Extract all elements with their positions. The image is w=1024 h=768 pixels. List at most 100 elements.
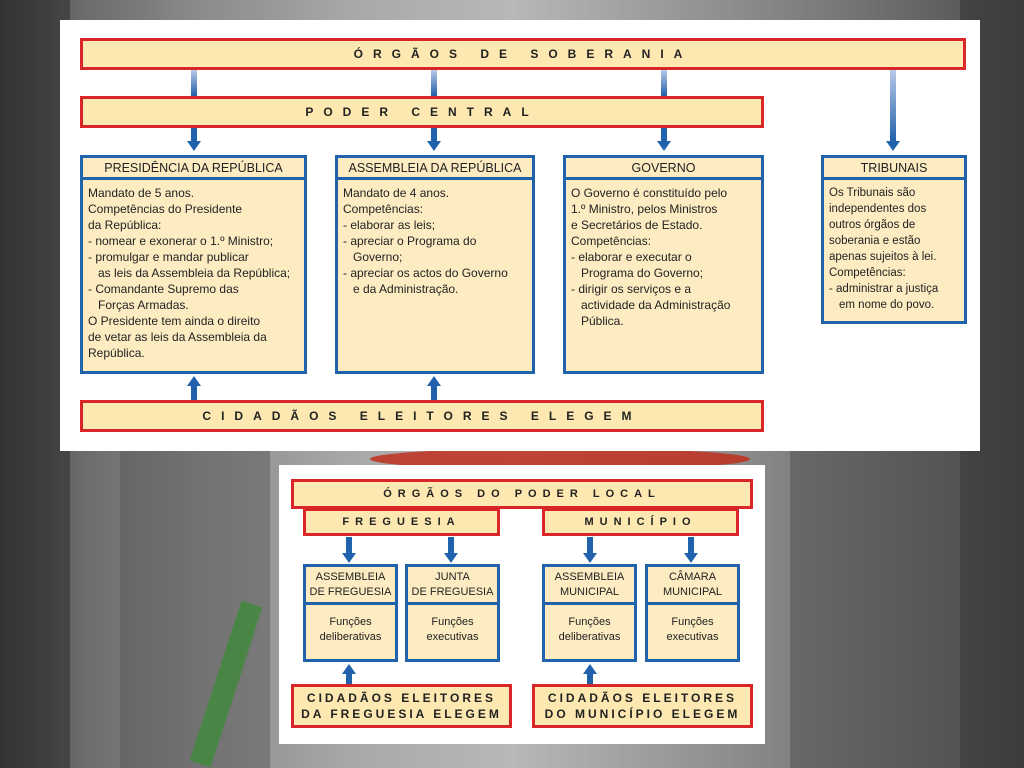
- text-line: apenas sujeitos à lei.: [829, 251, 937, 263]
- arrow-down-icon: [427, 128, 441, 151]
- assembleia-municipal-text: Funções deliberativas: [545, 605, 634, 655]
- assembleia-freguesia-box: ASSEMBLEIA DE FREGUESIA Funções delibera…: [303, 564, 398, 662]
- text-line: Competências:: [571, 234, 652, 248]
- text-line: actividade da Administração: [581, 298, 731, 312]
- camara-municipal-text: Funções executivas: [648, 605, 737, 655]
- tribunais-text: Os Tribunais são independentes dos outro…: [824, 180, 964, 318]
- arrow-up-icon: [342, 664, 356, 684]
- orgaos-soberania-bar: ÓRGÃOS DE SOBERANIA: [80, 38, 966, 70]
- junta-freguesia-text: Funções executivas: [408, 605, 497, 655]
- connector-line: [427, 70, 441, 96]
- text-line: independentes dos: [829, 203, 927, 215]
- cidadaos-freguesia-line1: CIDADÃOS ELEITORES: [306, 691, 497, 705]
- text-line: O Governo é constituído pelo: [571, 186, 728, 200]
- arrow-up-icon: [583, 664, 597, 684]
- assembleia-municipal-box: ASSEMBLEIA MUNICIPAL Funções deliberativ…: [542, 564, 637, 662]
- camara-municipal-box: CÂMARA MUNICIPAL Funções executivas: [645, 564, 740, 662]
- tribunais-box: TRIBUNAIS Os Tribunais são independentes…: [821, 155, 967, 324]
- governo-box: GOVERNO O Governo é constituído pelo 1.º…: [563, 155, 764, 374]
- text-line: 1.º Ministro, pelos Ministros: [571, 202, 718, 216]
- freguesia-bar: FREGUESIA: [303, 508, 500, 536]
- text-line: Funções: [431, 616, 474, 628]
- junta-freguesia-title: JUNTA DE FREGUESIA: [408, 567, 497, 605]
- cidadaos-freguesia-bar: CIDADÃOS ELEITORES DA FREGUESIA ELEGEM: [291, 684, 512, 728]
- poder-central-label: PODER CENTRAL: [305, 105, 539, 119]
- orgaos-poder-local-label: ÓRGÃOS DO PODER LOCAL: [383, 488, 661, 500]
- text-line: Governo;: [353, 250, 403, 264]
- text-line: Pública.: [581, 314, 624, 328]
- text-line: República.: [88, 346, 145, 360]
- arrow-down-icon: [657, 128, 671, 151]
- text-line: - administrar a justiça: [829, 283, 939, 295]
- text-line: Funções: [568, 616, 611, 628]
- text-line: - dirigir os serviços e a: [571, 282, 692, 296]
- cidadaos-municipio-line2: DO MUNICÍPIO ELEGEM: [544, 707, 741, 721]
- orgaos-soberania-label: ÓRGÃOS DE SOBERANIA: [353, 47, 693, 61]
- text-line: de vetar as leis da Assembleia da: [88, 330, 267, 344]
- text-line: O Presidente tem ainda o direito: [88, 314, 261, 328]
- freguesia-label: FREGUESIA: [342, 516, 461, 528]
- camara-municipal-title: CÂMARA MUNICIPAL: [648, 567, 737, 605]
- presidencia-text: Mandato de 5 anos. Competências do Presi…: [83, 180, 304, 366]
- text-line: Competências:: [829, 267, 906, 279]
- cidadaos-eleitores-bar: CIDADÃOS ELEITORES ELEGEM: [80, 400, 764, 432]
- junta-freguesia-box: JUNTA DE FREGUESIA Funções executivas: [405, 564, 500, 662]
- text-line: Funções: [329, 616, 372, 628]
- sovereignty-diagram-panel: ÓRGÃOS DE SOBERANIA PODER CENTRAL PRESID…: [60, 20, 980, 451]
- text-line: - apreciar os actos do Governo: [343, 266, 508, 280]
- cidadaos-eleitores-label: CIDADÃOS ELEITORES ELEGEM: [202, 409, 642, 423]
- arrow-down-icon: [187, 128, 201, 151]
- text-line: Competências:: [343, 202, 424, 216]
- title-line: ASSEMBLEIA: [554, 570, 625, 583]
- cidadaos-municipio-line1: CIDADÃOS ELEITORES: [547, 691, 738, 705]
- background-figure-right: [790, 450, 960, 768]
- cidadaos-municipio-bar: CIDADÃOS ELEITORES DO MUNICÍPIO ELEGEM: [532, 684, 753, 728]
- tribunais-title: TRIBUNAIS: [824, 158, 964, 180]
- title-line: ASSEMBLEIA: [315, 570, 386, 583]
- background-shadow-left: [0, 0, 70, 768]
- title-line: JUNTA: [435, 570, 470, 583]
- text-line: e da Administração.: [353, 282, 459, 296]
- arrow-down-icon: [342, 537, 356, 563]
- text-line: da República:: [88, 218, 162, 232]
- title-line: MUNICIPAL: [662, 585, 723, 598]
- municipio-label: MUNICÍPIO: [584, 516, 697, 528]
- cidadaos-freguesia-line2: DA FREGUESIA ELEGEM: [301, 707, 502, 721]
- text-line: outros órgãos de: [829, 219, 916, 231]
- background-carnation: [370, 448, 750, 470]
- governo-text: O Governo é constituído pelo 1.º Ministr…: [566, 180, 761, 334]
- municipio-bar: MUNICÍPIO: [542, 508, 739, 536]
- assembleia-freguesia-text: Funções deliberativas: [306, 605, 395, 655]
- text-line: em nome do povo.: [839, 299, 935, 311]
- local-power-diagram-panel: ÓRGÃOS DO PODER LOCAL FREGUESIA MUNICÍPI…: [279, 465, 765, 744]
- text-line: - promulgar e mandar publicar: [88, 250, 249, 264]
- arrow-down-icon: [684, 537, 698, 563]
- connector-line: [187, 70, 201, 96]
- title-line: CÂMARA: [668, 570, 717, 583]
- title-line: MUNICIPAL: [559, 585, 620, 598]
- arrow-down-icon: [583, 537, 597, 563]
- governo-title: GOVERNO: [566, 158, 761, 180]
- presidencia-box: PRESIDÊNCIA DA REPÚBLICA Mandato de 5 an…: [80, 155, 307, 374]
- text-line: Mandato de 5 anos.: [88, 186, 195, 200]
- text-line: - apreciar o Programa do: [343, 234, 477, 248]
- text-line: deliberativas: [319, 631, 382, 643]
- arrow-up-icon: [427, 376, 441, 400]
- connector-line: [657, 70, 671, 96]
- text-line: - elaborar e executar o: [571, 250, 692, 264]
- text-line: - Comandante Supremo das: [88, 282, 239, 296]
- text-line: as leis da Assembleia da República;: [98, 266, 291, 280]
- title-line: DE FREGUESIA: [309, 585, 392, 598]
- text-line: Os Tribunais são: [829, 187, 916, 199]
- arrow-down-icon: [886, 70, 900, 151]
- text-line: Funções: [671, 616, 714, 628]
- assembleia-freguesia-title: ASSEMBLEIA DE FREGUESIA: [306, 567, 395, 605]
- text-line: Competências do Presidente: [88, 202, 243, 216]
- text-line: - elaborar as leis;: [343, 218, 436, 232]
- title-line: DE FREGUESIA: [411, 585, 494, 598]
- text-line: executivas: [666, 631, 719, 643]
- presidencia-title: PRESIDÊNCIA DA REPÚBLICA: [83, 158, 304, 180]
- text-line: soberania e estão: [829, 235, 921, 247]
- text-line: Mandato de 4 anos.: [343, 186, 450, 200]
